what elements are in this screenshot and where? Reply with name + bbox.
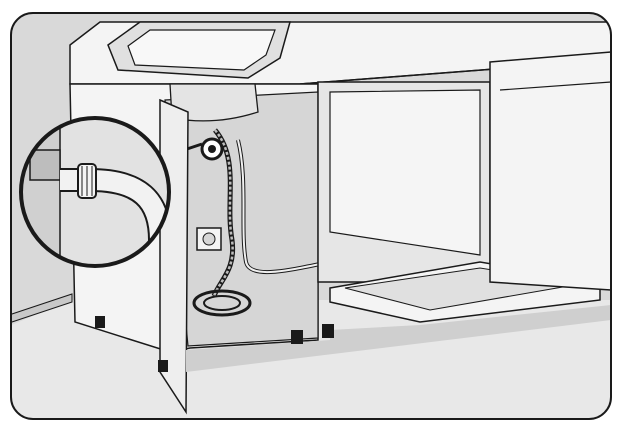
floor-shadow [186, 305, 611, 372]
skirting-board [11, 293, 73, 327]
cabinet-feet [95, 316, 334, 372]
siphon-outlet [29, 149, 61, 181]
right-cabinet [489, 51, 611, 291]
illustration-frame [10, 12, 612, 420]
dishwasher-tub [329, 89, 481, 256]
coiled-hose [192, 289, 252, 317]
